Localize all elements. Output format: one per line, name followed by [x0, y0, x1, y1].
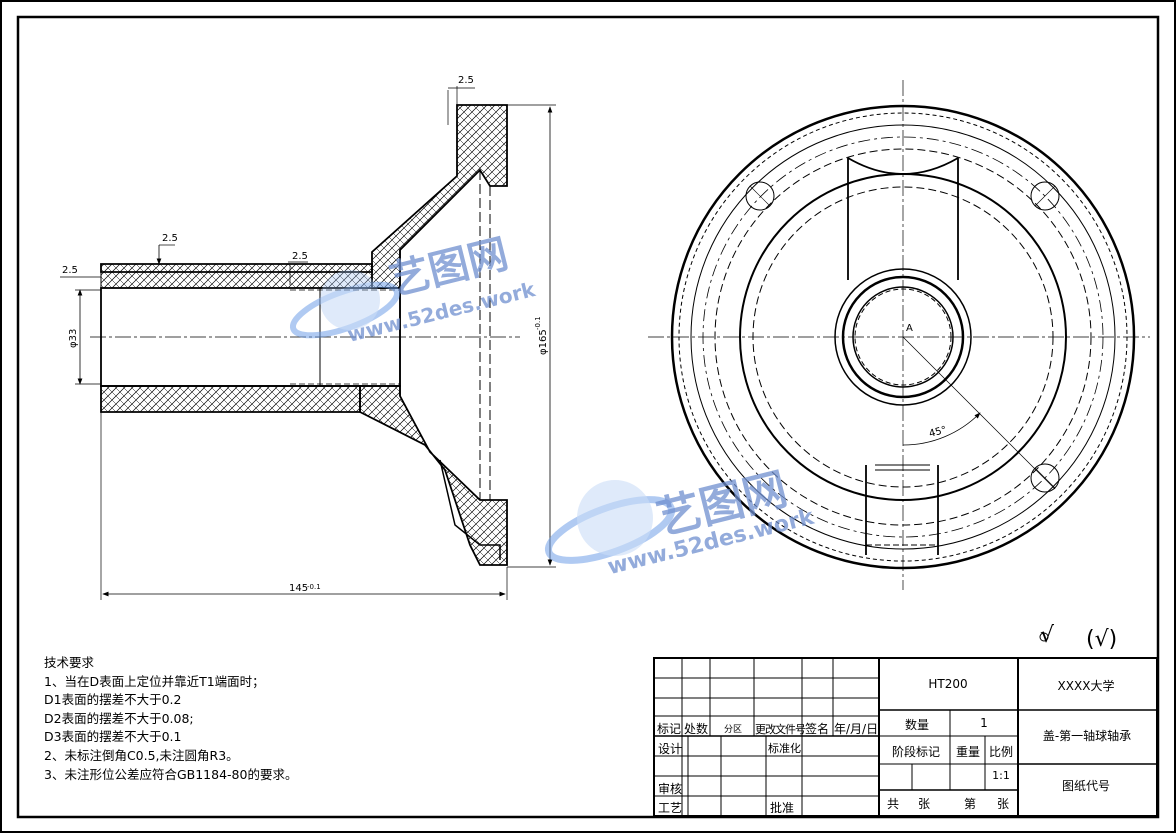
tech-line-4: D3表面的摆差不大于0.1: [44, 729, 182, 745]
front-view: [648, 80, 1150, 590]
dim-step-top: 2.5: [292, 251, 308, 262]
dim-outer-dia: φ165: [538, 329, 549, 355]
rev-header-sign: 签名: [805, 722, 830, 736]
dim-wall-top: 2.5: [162, 233, 178, 244]
tech-line-1: 1、当在D表面上定位并靠近T1端面时；: [44, 673, 265, 689]
tech-line-2: D1表面的摆差不大于0.2: [44, 692, 182, 708]
dim-angle: 45°: [928, 425, 948, 440]
section-view: [60, 86, 556, 600]
label-design: 设计: [658, 742, 683, 756]
scale-value: 1:1: [992, 769, 1010, 782]
scale-label: 比例: [988, 745, 1014, 759]
tech-line-3: D2表面的摆差不大于0.08;: [44, 710, 194, 726]
sheet-unit-1: 张: [918, 797, 931, 811]
qty-label: 数量: [904, 718, 930, 732]
tech-requirements: 技术要求 1、当在D表面上定位并靠近T1端面时； D1表面的摆差不大于0.2 D…: [44, 654, 297, 784]
qty-value: 1: [980, 716, 988, 730]
part-name: 盖-第一轴球轴承: [1042, 729, 1132, 743]
roughness-other: (√): [1086, 627, 1117, 652]
stage-label: 阶段标记: [891, 745, 941, 759]
dim-bore-dia: φ33: [68, 329, 79, 348]
rev-header-zone: 分区: [724, 725, 743, 735]
tech-title: 技术要求: [44, 655, 95, 670]
label-approve: 批准: [770, 801, 795, 815]
drawing-no-label: 图纸代号: [1061, 779, 1111, 793]
dim-outer-dia-tol: -0.1: [534, 316, 542, 330]
sheet-unit-2: 张: [997, 797, 1010, 811]
rev-header-count: 处数: [684, 722, 709, 736]
tech-line-6: 3、未注形位公差应符合GB1184-80的要求。: [44, 766, 298, 782]
school-name: XXXX大学: [1057, 679, 1115, 693]
rev-header-date: 年/月/日: [834, 722, 879, 736]
dim-length: 145: [289, 583, 308, 594]
tech-line-5: 2、未标注倒角C0.5,未注圆角R3。: [44, 747, 239, 763]
dim-flange-thickness: 2.5: [458, 75, 474, 86]
sheet-total-label: 共: [887, 797, 900, 811]
roughness-symbols: √ (√): [1039, 623, 1117, 652]
weight-label: 重量: [955, 745, 981, 759]
rev-header-doc: 更改文件号: [755, 723, 806, 736]
rev-header-mark: 标记: [657, 722, 682, 736]
label-check: 审核: [658, 782, 683, 796]
dim-length-tol: -0.1: [307, 583, 321, 591]
label-process: 工艺: [658, 801, 683, 815]
material: HT200: [928, 677, 968, 691]
inner-border: [16, 15, 1160, 819]
watermark-logo: [289, 270, 676, 564]
title-block-grid: [653, 657, 1158, 817]
center-label: A: [906, 323, 913, 334]
dim-end-left: 2.5: [62, 265, 78, 276]
sheet-label: 第: [964, 797, 977, 811]
roughness-symbol: √: [1040, 623, 1055, 648]
label-standard: 标准化: [768, 742, 801, 755]
